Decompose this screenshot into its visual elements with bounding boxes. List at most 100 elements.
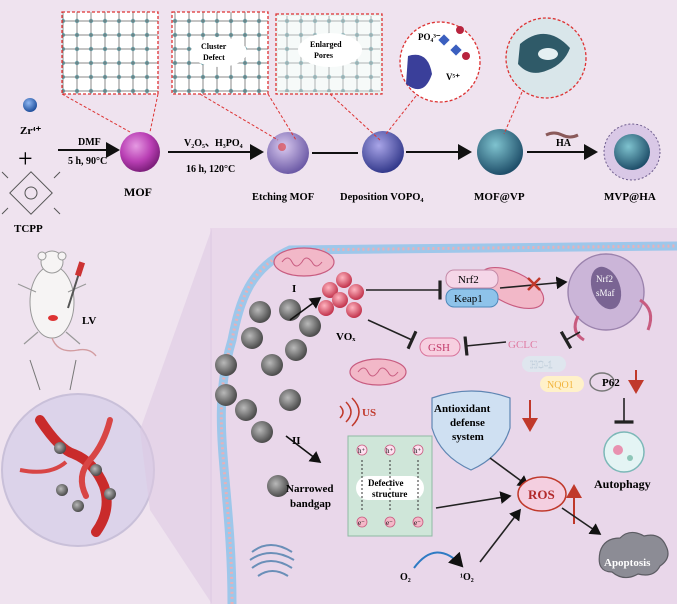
step2-bottom: 16 h, 120°C [186,164,235,175]
enlarged-line1: Enlarged [310,40,342,49]
defective-line1: Defective [368,478,403,488]
ros-to-apoptosis [561,507,602,535]
gsh-box [419,337,461,357]
arrow-path-ii [285,435,322,463]
deposition-label: Deposition VOPO₄ [340,192,424,203]
mitochondrion-2 [349,358,407,386]
narrowed-line2: bandgap [290,498,331,510]
ho1-label: HO-1 [530,360,553,371]
vox-cluster [318,272,364,318]
mitochondrion-1 [273,247,335,277]
nucleus-smaf: sMaf [596,288,615,298]
nqo1-label: NQO1 [547,380,574,391]
antioxidant-shield [431,390,511,471]
tcpp-molecule [1,171,61,215]
vox-inhibits-gsh [367,319,418,350]
hole-3: h⁺ [414,447,422,455]
antioxidant-line2: defense [450,417,485,429]
plus-sign: + [18,144,33,173]
enlarged-line2: Pores [314,51,333,60]
singlet-o2-label: ¹O₂ [460,572,474,583]
inset-v: V⁵⁺ [446,72,460,82]
nucleus-nrf2: Nrf2 [596,274,613,284]
inset-enlarged-pores: Enlarged Pores [275,13,383,141]
lv-label: LV [82,315,96,327]
electron-3: e⁻ [414,519,421,527]
gclc-to-gsh [463,336,507,356]
cluster-defect-line1: Cluster [201,42,227,51]
narrowed-line1: Narrowed [286,483,333,495]
singlet-to-ros [479,508,521,563]
electron-2: e⁻ [386,519,393,527]
etching-label: Etching MOF [252,192,314,203]
hole-1: h⁺ [358,447,366,455]
path-ii-label: II [292,435,301,447]
nanoparticles [215,299,321,497]
keap1-label: Keap1 [454,293,483,305]
gclc-label: GCLC [508,339,537,351]
defect-spot [278,143,286,151]
nrf2-box [445,269,499,289]
nucleus-to-gclc [559,330,581,350]
p62-label: P62 [602,377,620,389]
step1-top: DMF [78,137,101,148]
electron-1: e⁻ [358,519,365,527]
tumor-site [48,315,58,321]
deposition-sphere [362,131,404,173]
apoptosis-cell [598,531,669,579]
nrf2-label: Nrf2 [458,274,479,286]
mofvp-label: MOF@VP [474,191,525,203]
mvpha-label: MVP@HA [604,191,656,203]
zr-ion [23,98,37,112]
o2-label: O₂ [400,572,411,583]
cluster-defect-line2: Defect [203,53,225,62]
inset-porous-particle [503,17,587,135]
nqo1-box [540,376,584,392]
vessel-magnification [1,393,155,547]
o2-conversion-arrow [413,551,464,569]
autophagy-label: Autophagy [594,477,651,491]
mouse-panel: LV [17,250,97,391]
mof-label: MOF [124,185,152,199]
zoom-cone [140,228,212,604]
autophagosome [603,431,645,473]
vox-label: VOₓ [336,331,356,343]
step2-top: V₂O₅、H₃PO₄ [184,138,243,149]
antioxidant-line3: system [452,431,484,443]
blocked-x [527,277,541,291]
keap1-box [445,288,499,308]
ha-label: HA [556,138,572,149]
p62-ring [589,372,615,392]
ros-label: ROS [528,487,555,502]
band-structure: Defective structure h⁺ h⁺ h⁺ e⁻ e⁻ e⁻ [347,435,433,537]
us-label: US [362,407,376,419]
inset-mof-lattice [61,11,159,133]
apoptosis-label: Apoptosis [604,557,651,569]
inset-po4: PO₄³⁻ [418,32,441,42]
hole-2: h⁺ [386,447,394,455]
mvpha-sphere [603,123,661,181]
synthesis-route: Zr⁴⁺ + TCPP DMF 5 h, 90°C MOF V₂O₅、H₃PO₄… [1,11,661,235]
mof-sphere [120,132,160,172]
inset-cluster-defect: Cluster Defect [171,11,297,141]
zr-label: Zr⁴⁺ [20,125,42,137]
ho1-box [522,356,566,372]
shield-to-ros [489,457,530,487]
nucleus: Nrf2 sMaf [567,253,653,342]
gsh-label: GSH [428,342,450,354]
path-i-label: I [292,283,296,295]
arrow-path-i [289,297,322,321]
golgi-apparatus [249,544,295,577]
antioxidant-line1: Antioxidant [434,403,491,415]
mofvp-sphere [477,129,523,175]
inset-vopo4-deposition: PO₄³⁻ V⁵⁺ [385,21,481,135]
syringe [67,269,81,309]
band-to-ros [435,491,512,509]
etching-mof-sphere [267,132,309,174]
ha-chain [545,131,579,139]
mouse-body [29,265,75,339]
step1-bottom: 5 h, 90°C [68,156,107,167]
us-waves [339,397,360,427]
tcpp-label: TCPP [14,223,43,235]
